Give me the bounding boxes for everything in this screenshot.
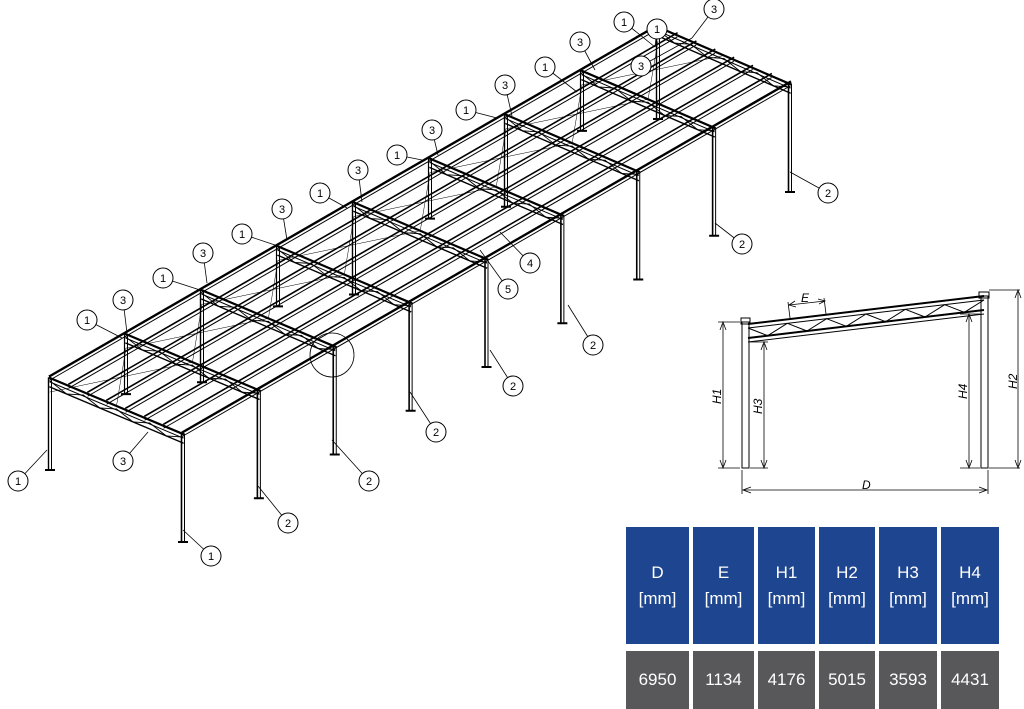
callout-12: 1 [231,223,253,245]
callout-10: 1 [309,182,331,204]
callout-label: 1 [239,229,245,241]
truss-bottom-chord [747,309,985,339]
callout-13: 3 [192,242,214,264]
callout-25: 2 [582,334,604,356]
callout-3: 3 [569,31,591,53]
callout-24: 5 [497,278,519,300]
callout-label: 2 [366,476,372,488]
callout-label: 3 [711,4,717,16]
callout-29: 2 [277,512,299,534]
callout-label: 3 [279,204,285,216]
callout-18: 1 [7,470,29,492]
label-d: D [862,478,871,492]
callout-6: 1 [455,99,477,121]
callout-label: 1 [160,273,166,285]
callout-label: 3 [429,125,435,137]
callout-30: 1 [200,545,222,567]
callout-label: 1 [621,17,627,29]
callout-label: 3 [502,80,508,92]
label-h4: H4 [956,383,970,399]
callout-22: 2 [731,233,753,255]
label-h3: H3 [751,398,765,414]
callout-16: 1 [76,309,98,331]
truss-top-chord [747,295,985,325]
callout-label: 1 [317,188,323,200]
callout-27: 2 [425,421,447,443]
value-h2: 5015 [819,651,875,709]
callout-label: 1 [463,105,469,117]
callout-17: 3 [112,450,134,472]
right-column [980,295,989,469]
callout-label: 3 [120,456,126,468]
callout-label: 5 [505,284,511,296]
callout-26: 2 [502,375,524,397]
callout-1: 1 [613,11,635,33]
callout-label: 3 [638,61,644,73]
header-h3: H3[mm] [879,527,937,644]
callout-9: 3 [347,159,369,181]
callout-23: 4 [519,252,541,274]
callout-label: 2 [285,518,291,530]
callout-28: 2 [358,470,380,492]
e-dimension [788,300,826,306]
callout-14: 1 [152,267,174,289]
header-h1: H1[mm] [758,527,815,644]
truss-webs [747,299,985,337]
dimension-labels: E H1 H3 H4 H2 D [710,291,1020,492]
callout-label: 2 [510,381,516,393]
left-column [741,321,750,469]
callout-label: 4 [527,258,533,270]
detail-circle [309,332,355,378]
callout-label: 1 [208,551,214,563]
callout-2: 3 [703,0,725,20]
callout-label: 2 [739,239,745,251]
callout-7: 3 [421,119,443,141]
callout-11: 3 [271,198,293,220]
callout-label: 1 [84,315,90,327]
label-h1: H1 [710,389,724,404]
header-h2: H2[mm] [819,527,875,644]
callout-label: 3 [577,37,583,49]
callout-label: 3 [200,248,206,260]
label-e: E [801,291,810,305]
dimension-lines [718,288,1022,494]
callout-label: 2 [433,427,439,439]
callout-label: 1 [542,62,548,74]
callout-19: 1 [646,18,668,40]
callout-label: 3 [120,295,126,307]
label-h2: H2 [1006,373,1020,389]
callout-label: 1 [394,150,400,162]
dimension-spec-table: D[mm] E[mm] H1[mm] H2[mm] H3[mm] H4[mm] … [626,527,999,709]
value-e: 1134 [693,651,754,709]
frame-structure [45,23,795,543]
callout-bubbles: 1 3 3 1 3 1 3 1 3 1 3 1 3 1 3 1 3 1 1 3 2 2 4 5 2 2 2 2 2 1 [7,0,839,567]
callout-label: 3 [355,165,361,177]
callout-21: 2 [817,182,839,204]
header-h4: H4[mm] [941,527,999,644]
callout-4: 1 [534,56,556,78]
elevation-structure [740,291,990,469]
callout-5: 3 [494,74,516,96]
callout-label: 2 [590,340,596,352]
callout-8: 1 [386,144,408,166]
callout-15: 3 [112,289,134,311]
header-d: D[mm] [626,527,689,644]
value-h4: 4431 [941,651,999,709]
value-d: 6950 [626,651,689,709]
callout-label: 1 [15,476,21,488]
callout-label: 1 [654,24,660,36]
value-h3: 3593 [879,651,937,709]
callout-20: 3 [630,55,652,77]
value-h1: 4176 [758,651,815,709]
header-e: E[mm] [693,527,754,644]
callout-label: 2 [825,188,831,200]
